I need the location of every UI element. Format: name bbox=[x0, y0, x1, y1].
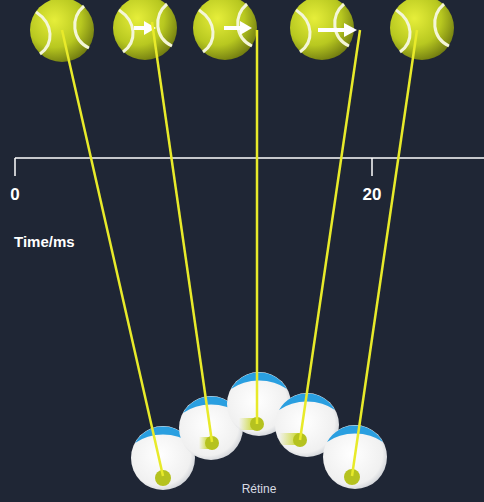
tennis-balls bbox=[30, 0, 454, 62]
time-axis bbox=[15, 158, 484, 176]
tick-label: 20 bbox=[363, 186, 382, 205]
tick-label: 0 bbox=[10, 186, 19, 205]
motion-arrows bbox=[134, 21, 357, 37]
eyeballs bbox=[131, 372, 387, 490]
part-label: Rétine bbox=[242, 483, 277, 496]
axis-title: Time/ms bbox=[14, 234, 75, 251]
sight-lines bbox=[62, 22, 417, 476]
